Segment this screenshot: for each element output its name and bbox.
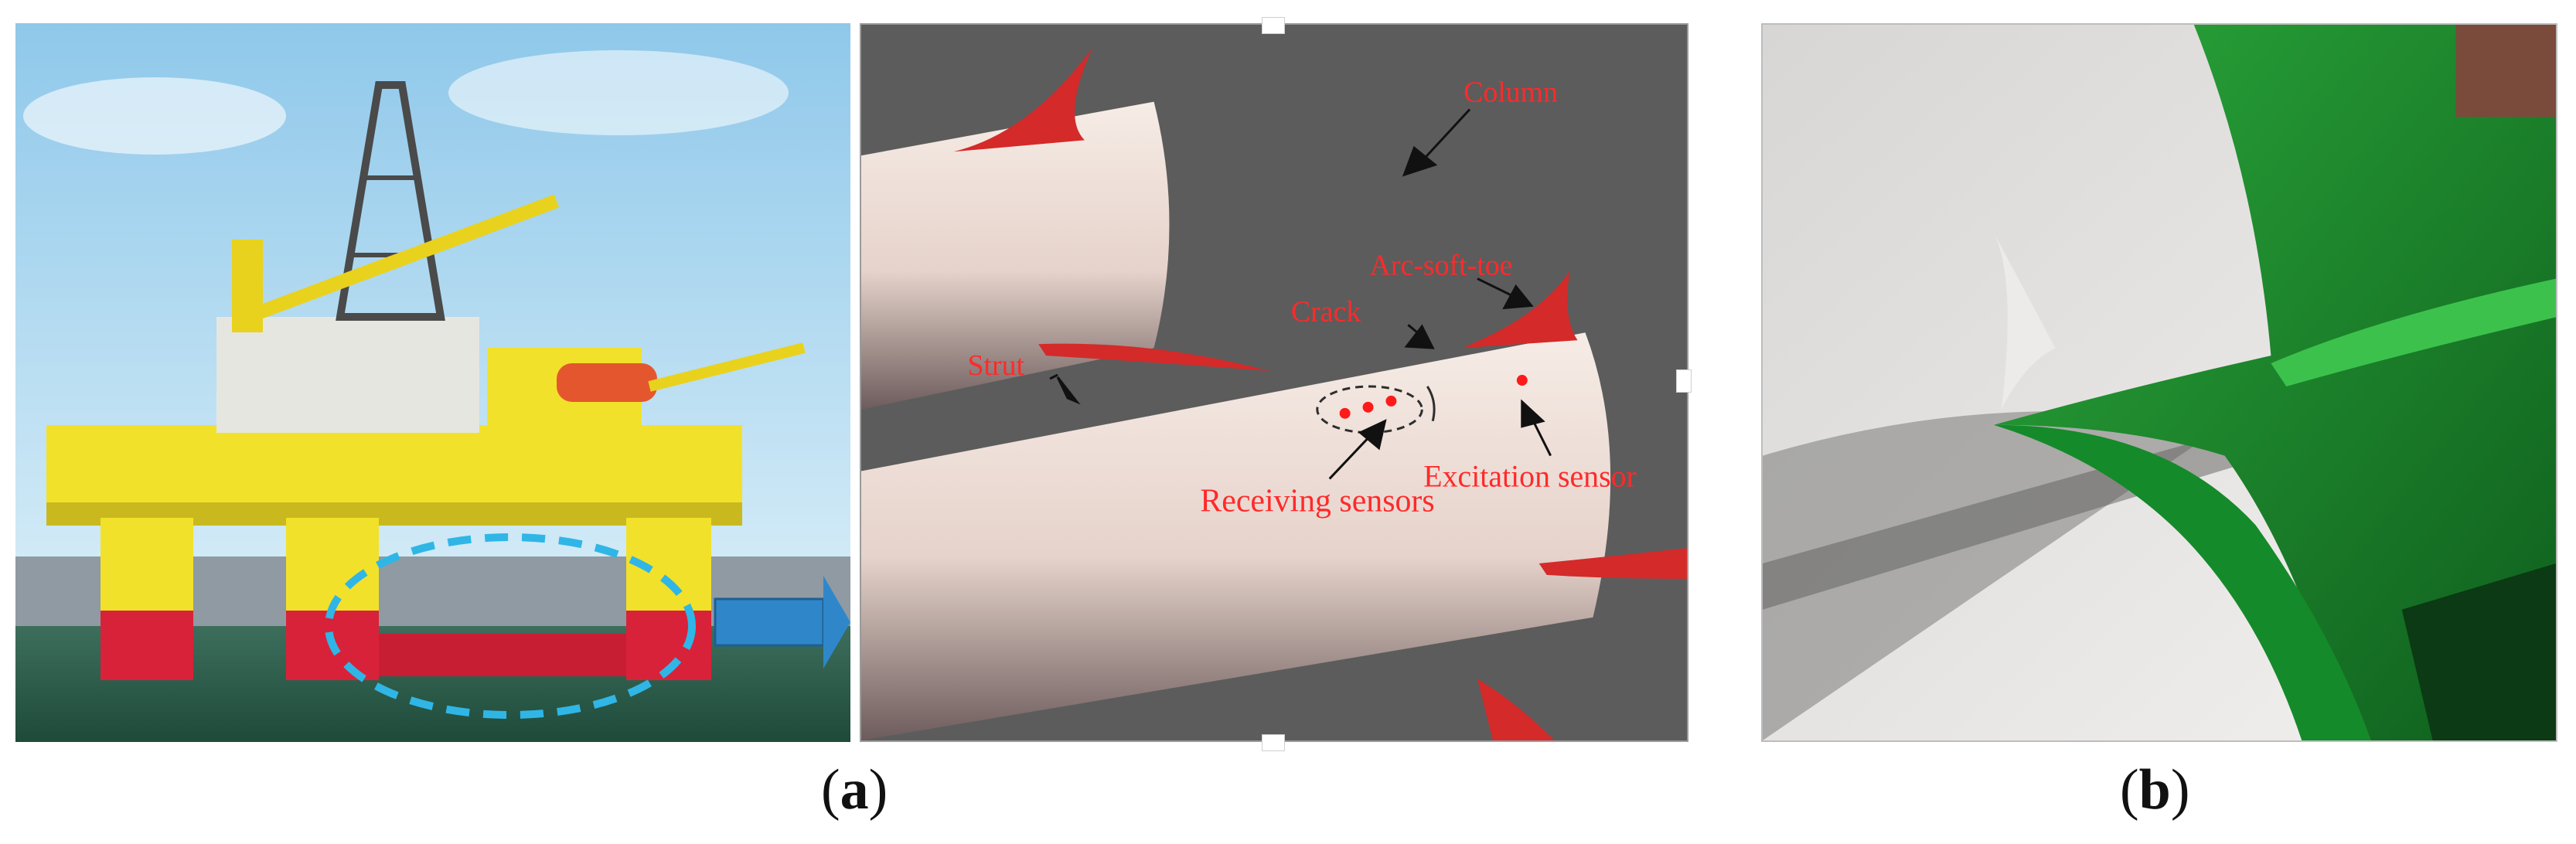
green-bracket-edge (2271, 278, 2556, 386)
rig-module (216, 317, 479, 433)
weld-closeup-photo (1761, 23, 2557, 742)
caption-open-paren: ( (821, 758, 840, 822)
label-receiving-sensors: Receiving sensors (1200, 483, 1434, 519)
cloud (23, 77, 286, 155)
label-column: Column (1463, 77, 1558, 109)
selection-handle (1676, 369, 1692, 393)
receiving-sensor (1339, 407, 1351, 419)
receiving-sensor (1362, 401, 1374, 413)
leader-line-receiving (1328, 435, 1371, 480)
leader-arrows (1049, 108, 1552, 480)
caption-letter-a: a (840, 758, 869, 822)
platform-photo (15, 23, 850, 742)
joint-schematic: Column Arc-soft-toe Crack Strut Excitati… (860, 23, 1688, 742)
caption-panel-b: (b) (2120, 761, 2189, 818)
caption-close-paren: ) (868, 758, 888, 822)
receiving-sensors-group (1316, 385, 1423, 434)
leader-head-strut (1056, 376, 1081, 405)
leader-head-arc-soft-toe (1502, 284, 1534, 310)
arc-soft-toe-bracket (953, 47, 1092, 152)
lifeboat (557, 363, 657, 402)
cloud (448, 50, 789, 135)
green-column-plate (1993, 25, 2556, 740)
joint-schematic-drawing: Column Arc-soft-toe Crack Strut Excitati… (861, 25, 1687, 740)
platform-photo-drawing (15, 23, 850, 742)
crane-boom (648, 342, 806, 392)
leader-head-column (1402, 145, 1438, 177)
selection-handle (1262, 17, 1285, 34)
dark-plate (2401, 563, 2556, 740)
arc-soft-toe-bracket (1462, 271, 1578, 349)
pointer-arrow-head (823, 576, 850, 669)
receiving-sensor (1385, 395, 1397, 407)
pointer-arrow-shaft (714, 597, 825, 647)
label-strut: Strut (967, 349, 1024, 382)
main-strut-tube (861, 332, 1611, 740)
arc-soft-toe-bracket (1477, 679, 1555, 740)
arc-soft-toe-bracket (1038, 343, 1270, 372)
crane-mast (232, 240, 263, 332)
arc-soft-toe-weld (1993, 424, 2371, 740)
derrick (336, 81, 445, 321)
leader-head-receiving (1358, 419, 1387, 451)
leader-line-strut (1049, 373, 1058, 380)
rig-strut (379, 634, 626, 676)
label-arc-soft-toe: Arc-soft-toe (1370, 250, 1513, 282)
strut-highlight-ellipse (325, 533, 696, 719)
leader-line-arc-soft-toe (1477, 277, 1513, 297)
crane-boom (244, 194, 560, 324)
leader-head-excitation (1521, 399, 1545, 428)
crack-mark (1426, 386, 1436, 422)
caption-close-paren: ) (2170, 758, 2190, 822)
caption-open-paren: ( (2120, 758, 2139, 822)
weld-toe-tip (1993, 232, 2056, 410)
selection-handle (1262, 734, 1285, 751)
caption-letter-b: b (2138, 758, 2171, 822)
excitation-sensor (1516, 375, 1528, 386)
leader-head-crack (1404, 324, 1435, 349)
label-excitation-sensor: Excitation sensor (1423, 459, 1637, 493)
upper-strut-tube (861, 101, 1170, 410)
leader-line-column (1423, 108, 1471, 161)
rig-column-waterline (101, 611, 193, 680)
weld-closeup-drawing (1763, 25, 2556, 740)
rusty-grating (2455, 25, 2556, 117)
caption-panel-a: (a) (821, 761, 888, 818)
label-crack: Crack (1291, 295, 1361, 328)
arc-soft-toe-bracket (1538, 548, 1687, 579)
